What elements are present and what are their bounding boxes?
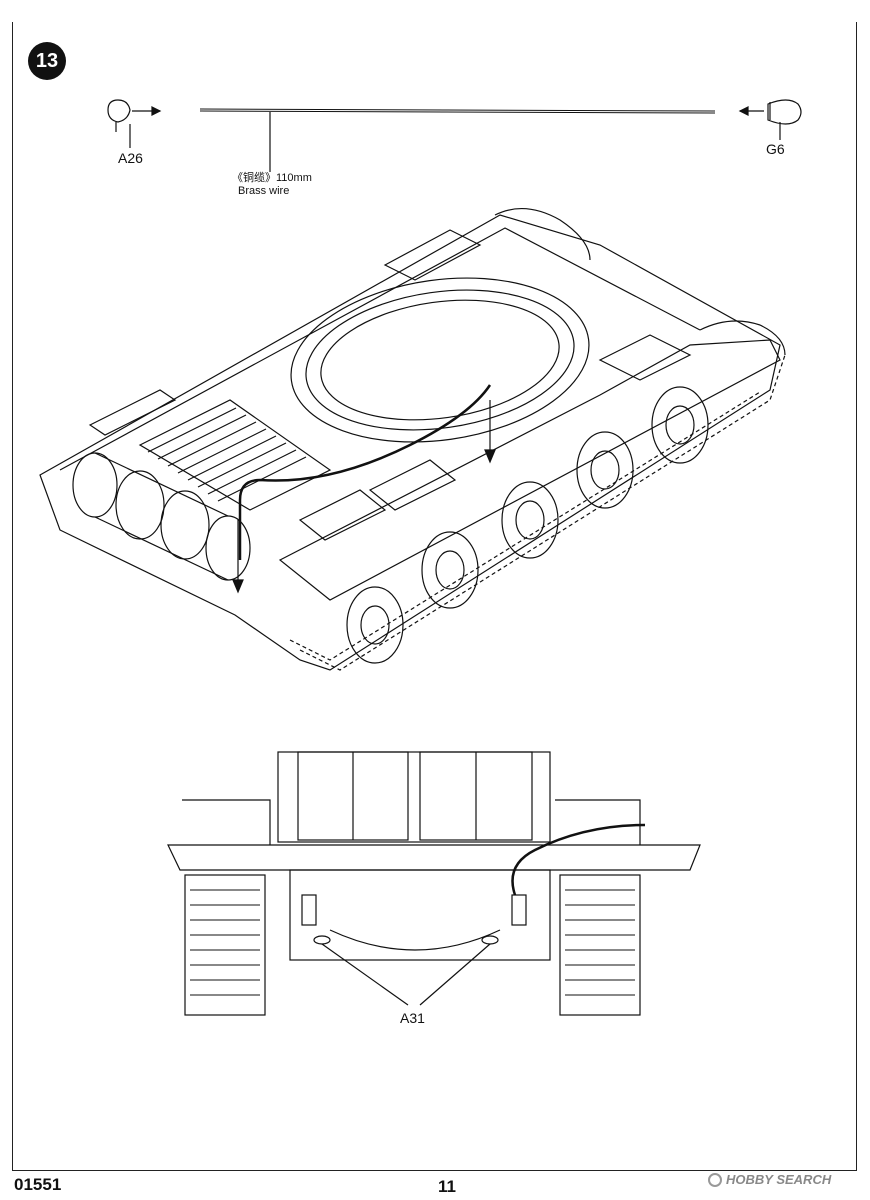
a26-end-cap: [107, 99, 131, 123]
tank-hull-isometric: [39, 207, 786, 671]
watermark-text: HOBBY SEARCH: [726, 1172, 832, 1187]
rear-fuel-drums: [72, 452, 251, 581]
tank-rear-view: [167, 751, 701, 1016]
step-number-badge: 13: [28, 42, 66, 80]
wire-label-english: Brass wire: [238, 185, 290, 197]
part-label-a31: A31: [400, 1010, 425, 1026]
page-number: 11: [438, 1177, 456, 1196]
part-label-g6: G6: [766, 141, 785, 157]
rear-brass-wire-loop: [511, 823, 646, 896]
road-wheels: [346, 386, 709, 664]
turret-ring: [305, 289, 575, 431]
product-code: 01551: [14, 1175, 62, 1194]
footer-rule: [12, 1170, 857, 1171]
g6-end-cap: [767, 99, 802, 125]
page-frame: [12, 22, 857, 1170]
installed-brass-wire: [238, 384, 492, 560]
wire-label-chinese: 《铜缆》110mm: [232, 172, 312, 184]
part-label-a26: A26: [118, 150, 143, 166]
hobby-search-logo-icon: [708, 1172, 722, 1187]
wire-parts-diagram: [107, 99, 802, 172]
watermark: HOBBY SEARCH: [708, 1172, 831, 1187]
